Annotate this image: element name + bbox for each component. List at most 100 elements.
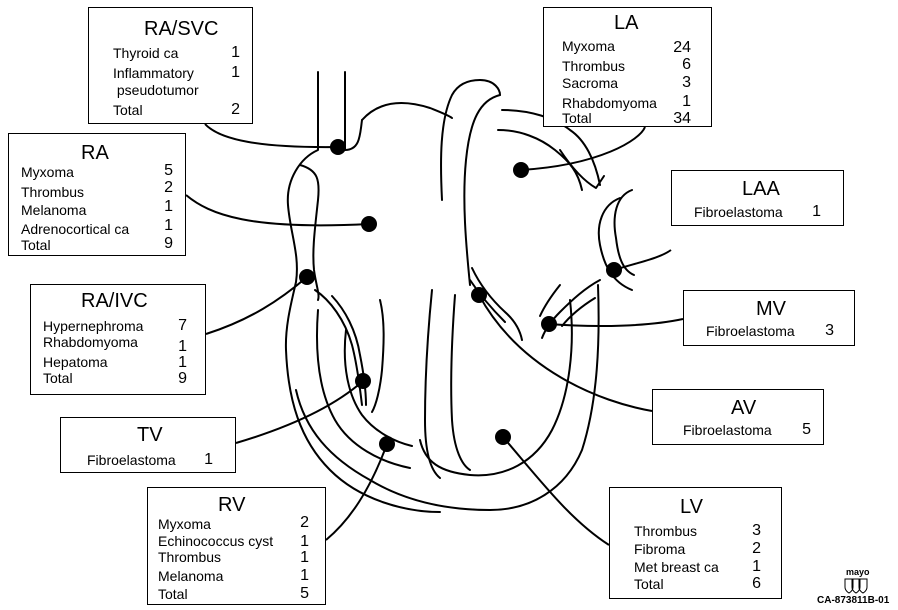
mayo-logo-text: mayo bbox=[846, 567, 870, 577]
box-tv: TV Fibroelastoma 1 bbox=[60, 417, 236, 473]
box-title: LV bbox=[680, 497, 703, 517]
aorta-arch-inner bbox=[480, 80, 500, 95]
row-count: 34 bbox=[673, 111, 691, 127]
box-la: LA Myxoma 24 Thrombus 6 Sacroma 3 Rhabdo… bbox=[543, 7, 712, 127]
box-laa: LAA Fibroelastoma 1 bbox=[671, 170, 844, 226]
location-dot-rv bbox=[379, 436, 395, 452]
row-count: 1 bbox=[682, 94, 691, 110]
mayo-shield-icon bbox=[843, 577, 871, 595]
row-label: Total bbox=[43, 371, 73, 386]
row-label: Melanoma bbox=[21, 203, 86, 218]
pulmonary-trunk bbox=[498, 130, 582, 190]
row-count: 2 bbox=[164, 180, 173, 196]
rv-inner bbox=[317, 310, 410, 468]
row-count: 24 bbox=[673, 40, 691, 56]
row-label: Fibroelastoma bbox=[683, 423, 772, 438]
row-count: 9 bbox=[164, 236, 173, 252]
row-label: Adrenocortical ca bbox=[21, 222, 129, 237]
row-count: 2 bbox=[231, 102, 240, 118]
row-label: Total bbox=[113, 103, 143, 118]
aorta-left bbox=[441, 80, 480, 200]
box-title: AV bbox=[731, 398, 756, 418]
location-dot-laa bbox=[606, 262, 622, 278]
row-label: Fibroma bbox=[634, 542, 685, 557]
location-dot-lv bbox=[495, 429, 511, 445]
tricuspid-leaflet bbox=[372, 300, 384, 412]
box-ra: RA Myxoma 5 Thrombus 2 Melanoma 1 Adreno… bbox=[8, 133, 186, 256]
row-label: Echinococcus cyst bbox=[158, 534, 273, 549]
row-label: Hepatoma bbox=[43, 355, 108, 370]
location-dot-ra-svc bbox=[330, 139, 346, 155]
row-count: 1 bbox=[178, 339, 187, 355]
box-ra-svc: RA/SVC Thyroid ca 1 Inflammatory 1 pseud… bbox=[88, 7, 253, 124]
row-label: Met breast ca bbox=[634, 560, 719, 575]
location-dot-la bbox=[513, 162, 529, 178]
row-label: Myxoma bbox=[21, 165, 74, 180]
location-dot-av bbox=[471, 287, 487, 303]
box-title: RA bbox=[81, 143, 109, 163]
figure-code: CA-873811B-01 bbox=[817, 595, 889, 606]
row-label: Inflammatory bbox=[113, 66, 194, 81]
row-count: 1 bbox=[231, 65, 240, 81]
location-dot-ra bbox=[361, 216, 377, 232]
box-title: RA/SVC bbox=[144, 19, 218, 39]
row-label: Myxoma bbox=[158, 517, 211, 532]
box-title: MV bbox=[756, 299, 786, 319]
row-count: 1 bbox=[752, 559, 761, 575]
row-count: 2 bbox=[752, 541, 761, 557]
row-label: Total bbox=[634, 577, 664, 592]
row-label: Sacroma bbox=[562, 76, 618, 91]
row-count: 1 bbox=[231, 45, 240, 61]
box-lv: LV Thrombus 3 Fibroma 2 Met breast ca 1 … bbox=[609, 487, 782, 599]
row-count: 1 bbox=[300, 534, 309, 550]
row-count: 1 bbox=[164, 199, 173, 215]
box-rv: RV Myxoma 2 Echinococcus cyst 1 Thrombus… bbox=[147, 487, 326, 605]
row-count: 3 bbox=[682, 75, 691, 91]
leader-line-mv bbox=[549, 319, 683, 326]
row-count: 5 bbox=[802, 422, 811, 438]
row-label: Thrombus bbox=[21, 185, 84, 200]
row-label: Thyroid ca bbox=[113, 46, 178, 61]
row-count: 3 bbox=[825, 323, 834, 339]
box-title: RV bbox=[218, 495, 245, 515]
row-label: Total bbox=[158, 587, 188, 602]
box-title: LAA bbox=[742, 179, 780, 199]
row-label: Melanoma bbox=[158, 569, 223, 584]
box-title: TV bbox=[137, 425, 163, 445]
aorta-right bbox=[464, 95, 500, 285]
laa-inner bbox=[615, 190, 634, 275]
row-label: Myxoma bbox=[562, 39, 615, 54]
box-title: LA bbox=[614, 13, 638, 33]
row-count: 2 bbox=[300, 515, 309, 531]
row-label: Fibroelastoma bbox=[706, 324, 795, 339]
row-label: Total bbox=[21, 238, 51, 253]
location-dot-ra-ivc bbox=[299, 269, 315, 285]
leader-line-laa bbox=[614, 250, 671, 270]
mitral-leaflet-2 bbox=[540, 285, 560, 316]
row-count: 1 bbox=[300, 568, 309, 584]
location-dot-tv bbox=[355, 373, 371, 389]
row-label: Rhabdomyoma bbox=[43, 335, 138, 350]
row-count: 9 bbox=[178, 371, 187, 387]
septum-left bbox=[425, 290, 440, 478]
row-count: 1 bbox=[164, 218, 173, 234]
row-label: Fibroelastoma bbox=[694, 205, 783, 220]
row-label: Thrombus bbox=[158, 550, 221, 565]
leader-line-ra-ivc bbox=[206, 277, 307, 334]
aortic-valve bbox=[470, 268, 522, 340]
row-count: 1 bbox=[178, 355, 187, 371]
septum-right bbox=[451, 295, 470, 470]
box-mv: MV Fibroelastoma 3 bbox=[683, 290, 855, 346]
ra-upper-curve bbox=[362, 103, 452, 120]
leader-line-lv bbox=[503, 437, 609, 545]
leader-line-la bbox=[521, 127, 645, 170]
row-count: 1 bbox=[300, 550, 309, 566]
row-label: Thrombus bbox=[562, 59, 625, 74]
row-label: pseudotumor bbox=[113, 83, 199, 98]
row-count: 1 bbox=[812, 204, 821, 220]
row-label: Fibroelastoma bbox=[87, 453, 176, 468]
row-count: 1 bbox=[204, 452, 213, 468]
svc-wall bbox=[286, 72, 318, 350]
row-count: 3 bbox=[752, 523, 761, 539]
